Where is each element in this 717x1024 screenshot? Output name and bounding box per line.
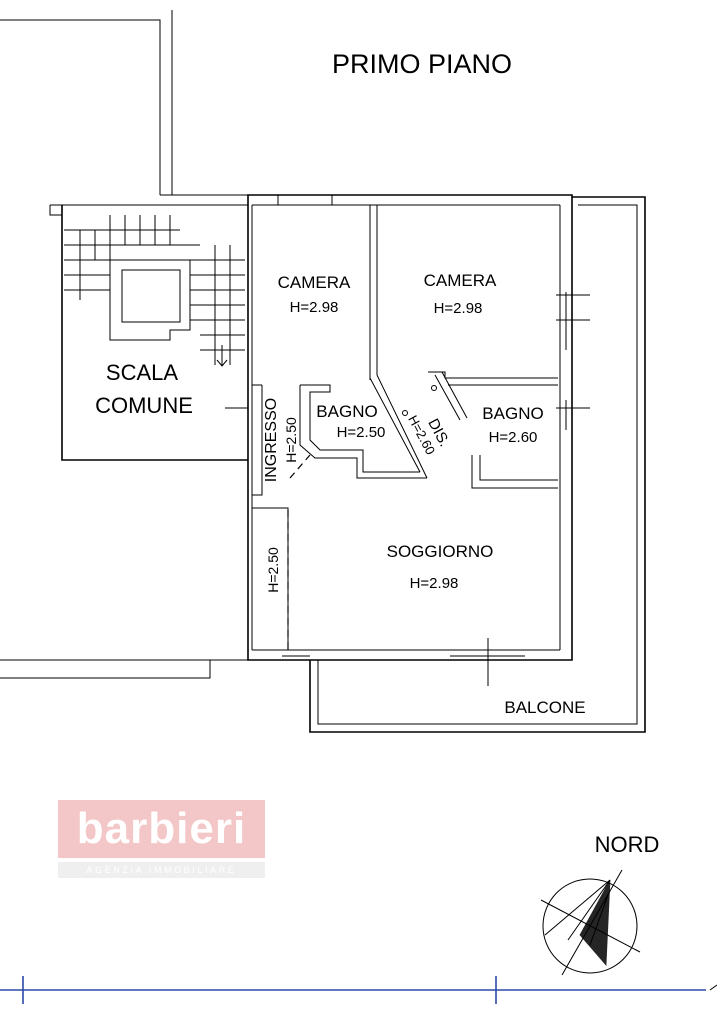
bagno-right-height: H=2.60 (489, 429, 538, 446)
north-arrow: NORD (540, 832, 660, 976)
neighbour-outline (0, 10, 248, 679)
ingresso-height: H=2.50 (283, 417, 299, 463)
soggiorno-height: H=2.98 (410, 575, 459, 592)
logo-tagline: AGENZIA IMMOBILIARE (58, 862, 265, 878)
logo-background (58, 800, 265, 858)
logo-name: barbieri (76, 804, 247, 853)
camera-right-height: H=2.98 (434, 300, 483, 317)
corridor-height: H=2.50 (265, 547, 281, 593)
apartment-walls (247, 194, 646, 733)
comune-label: COMUNE (95, 393, 193, 418)
page-title: PRIMO PIANO (332, 49, 512, 79)
camera-left-height: H=2.98 (290, 299, 339, 316)
camera-right-label: CAMERA (424, 271, 497, 290)
bagno-right-label: BAGNO (482, 404, 543, 423)
stair-steps (64, 215, 245, 367)
interior-partitions (252, 205, 590, 686)
ingresso-label: INGRESSO (263, 398, 280, 482)
scale-line (0, 976, 717, 1004)
scala-label: SCALA (106, 360, 178, 385)
north-label: NORD (595, 832, 660, 857)
soggiorno-label: SOGGIORNO (387, 542, 494, 561)
agency-logo: barbieri AGENZIA IMMOBILIARE (58, 800, 265, 880)
common-staircase: SCALA COMUNE (49, 204, 248, 461)
camera-left-label: CAMERA (278, 273, 351, 292)
bagno-left-height: H=2.50 (337, 424, 386, 441)
balcone-label: BALCONE (504, 698, 585, 717)
bagno-left-label: BAGNO (316, 402, 377, 421)
